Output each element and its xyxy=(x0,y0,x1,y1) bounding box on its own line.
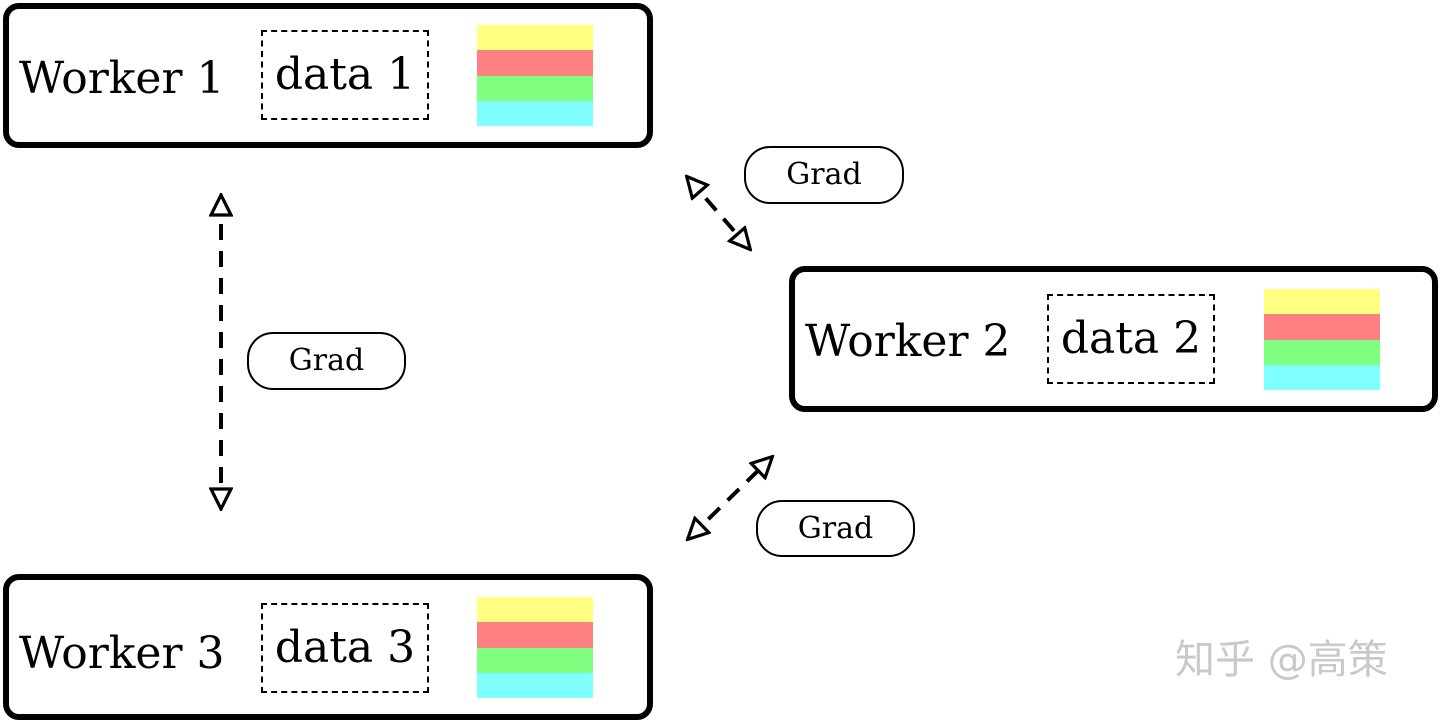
grad-label-left-text: Grad xyxy=(288,343,365,378)
parameter-layer-yellow xyxy=(1264,289,1380,315)
parameter-layer-cyan xyxy=(477,672,593,698)
parameter-layer-yellow xyxy=(477,597,593,623)
worker-2-parameter-stack xyxy=(1264,289,1380,390)
worker-3-box: Worker 3 data 3 xyxy=(3,574,653,720)
worker-2-box: Worker 2 data 2 xyxy=(789,266,1438,412)
worker-1-data-label: data 1 xyxy=(274,49,416,100)
parameter-layer-red xyxy=(477,50,593,76)
worker-1-box: Worker 1 data 1 xyxy=(3,3,653,148)
parameter-layer-cyan xyxy=(1264,364,1380,390)
parameter-layer-green xyxy=(477,647,593,673)
worker-3-data-label: data 3 xyxy=(274,622,416,673)
parameter-layer-yellow xyxy=(477,25,593,51)
worker-2-data-box: data 2 xyxy=(1047,294,1215,384)
worker-3-parameter-stack xyxy=(477,597,593,698)
worker-3-label: Worker 3 xyxy=(19,628,225,679)
parameter-layer-red xyxy=(477,622,593,648)
parameter-layer-red xyxy=(1264,314,1380,340)
worker-1-label: Worker 1 xyxy=(19,53,225,104)
grad-label-bottom-right: Grad xyxy=(756,500,915,557)
worker-2-data-label: data 2 xyxy=(1060,313,1202,364)
grad-label-top-right-text: Grad xyxy=(786,157,862,192)
worker-1-parameter-stack xyxy=(477,25,593,126)
parameter-layer-green xyxy=(477,75,593,101)
grad-label-left: Grad xyxy=(247,332,406,390)
parameter-layer-green xyxy=(1264,339,1380,365)
worker-2-label: Worker 2 xyxy=(805,316,1011,367)
grad-label-bottom-right-text: Grad xyxy=(797,510,874,546)
grad-label-top-right: Grad xyxy=(744,146,904,204)
arrow-worker1-worker2 xyxy=(688,178,749,248)
zhihu-watermark: 知乎 @高策 xyxy=(1175,637,1388,683)
worker-3-data-box: data 3 xyxy=(261,603,429,693)
worker-1-data-box: data 1 xyxy=(261,30,429,120)
parameter-layer-cyan xyxy=(477,100,593,126)
